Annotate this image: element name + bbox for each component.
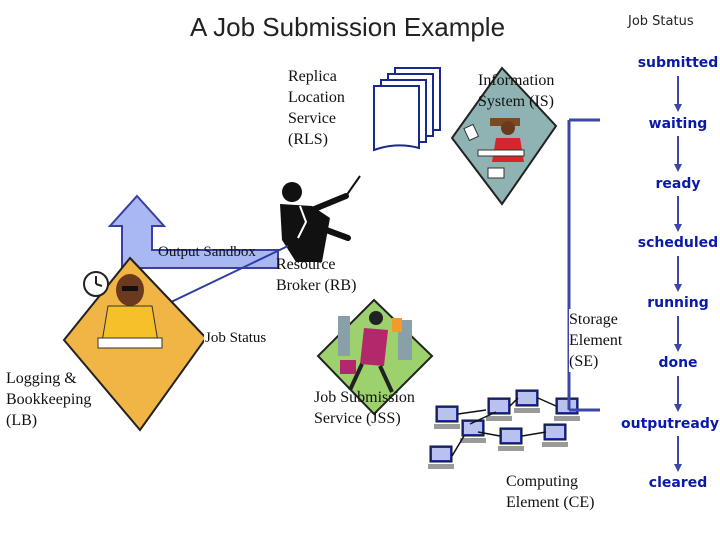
resource-broker-conductor-icon (280, 175, 361, 262)
se-label: Storage Element (SE) (569, 309, 625, 372)
state-cleared: cleared (648, 475, 708, 491)
document-stack-icon (373, 67, 441, 152)
state-ready: ready (655, 176, 701, 192)
lb-label: Logging & Bookkeeping (LB) (6, 370, 92, 429)
state-waiting: waiting (648, 116, 708, 132)
state-outputready: outputready (621, 416, 719, 432)
jss-label: Job Submission Service (JSS) (314, 389, 415, 427)
state-done: done (658, 355, 698, 371)
information-system-icon (450, 66, 558, 206)
status-flow (567, 76, 682, 472)
job-submission-service-icon (316, 298, 434, 416)
state-submitted: submitted (637, 55, 719, 71)
computing-element-icon (428, 389, 580, 469)
job-status-heading: Job Status (628, 14, 694, 29)
output-sandbox-arrow (107, 194, 279, 269)
ce-label: Computing Element (CE) (506, 473, 595, 511)
is-label: Information System (IS) (478, 72, 555, 110)
job-status-label: Job Status (204, 328, 268, 349)
output-sandbox-label: Output Sandbox (158, 244, 256, 260)
rls-label: Replica Location Service (RLS) (288, 68, 345, 148)
rb-label: Resource Broker (RB) (276, 256, 357, 294)
state-running: running (647, 295, 709, 311)
state-scheduled: scheduled (637, 235, 719, 251)
logging-bookkeeping-icon (62, 256, 208, 432)
diagram-title: A Job Submission Example (190, 12, 506, 42)
